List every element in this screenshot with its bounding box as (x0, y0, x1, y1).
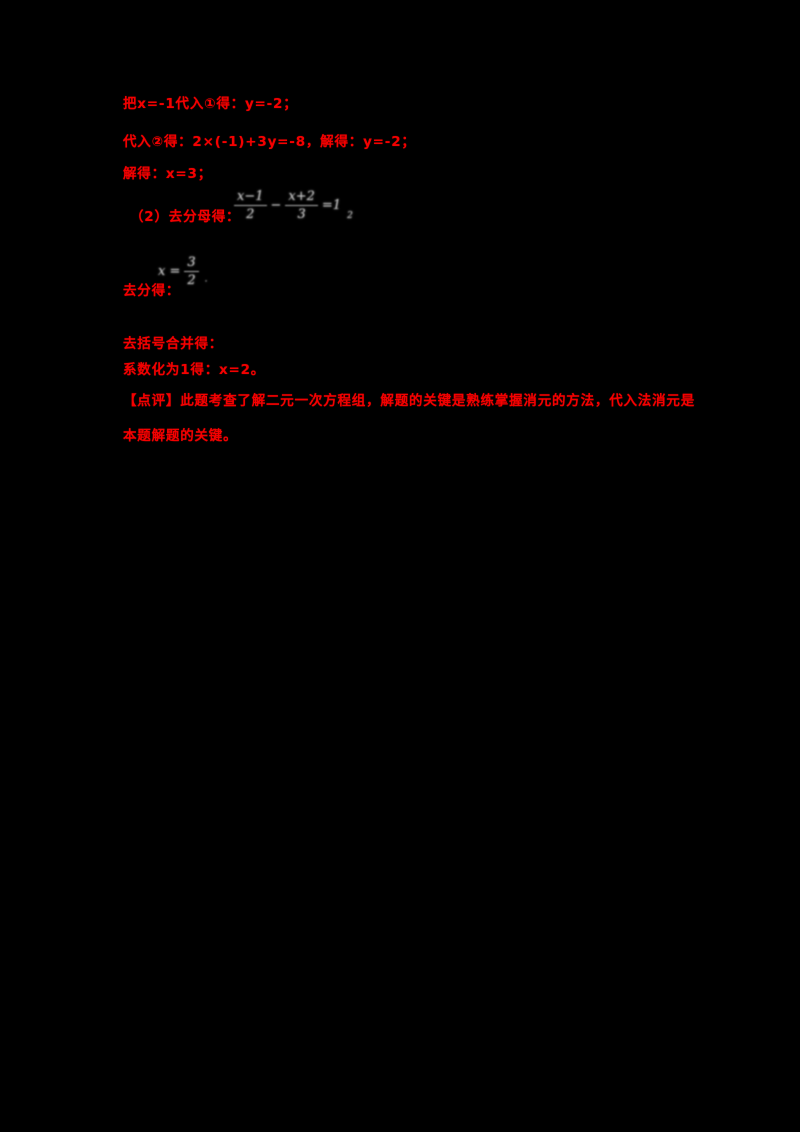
solution-step3-label: 去分得： (123, 283, 181, 299)
fraction-denominator: 3 (297, 207, 306, 222)
equation-tail: · (204, 277, 208, 287)
fraction-numerator: 3 (184, 256, 199, 272)
fraction: 3 2 (184, 256, 199, 288)
comment-line-2: 本题解题的关键。 (123, 428, 238, 444)
fraction-numerator: x+2 (285, 190, 318, 206)
fraction-numerator: x−1 (234, 190, 267, 206)
fraction: x+2 3 (285, 190, 318, 221)
subscript: 2 (347, 211, 353, 221)
fraction-denominator: 2 (187, 273, 196, 288)
equation-image-1: x−1 2 − x+2 3 =1 2 (234, 190, 353, 221)
solution-line-7: 系数化为1得：x=2。 (123, 362, 266, 378)
solution-step2-label: （2）去分母得： (130, 209, 241, 225)
solution-line-2: 代入②得：2×(-1)+3y=-8，解得：y=-2； (123, 134, 416, 150)
fraction-denominator: 2 (246, 207, 255, 222)
fraction: x−1 2 (234, 190, 267, 221)
operator: − (270, 198, 282, 213)
solution-line-6: 去括号合并得： (123, 336, 224, 352)
equation-rhs: =1 (321, 198, 342, 213)
comment-line-1: 【点评】此题考查了解二元一次方程组，解题的关键是熟练掌握消元的方法，代入法消元是 (123, 393, 695, 409)
equation-lhs: x = (158, 264, 181, 279)
solution-line-3: 解得：x=3； (123, 166, 213, 182)
equation-image-2: x = 3 2 · (158, 256, 208, 287)
solution-line-1: 把x=-1代入①得：y=-2； (123, 96, 298, 112)
